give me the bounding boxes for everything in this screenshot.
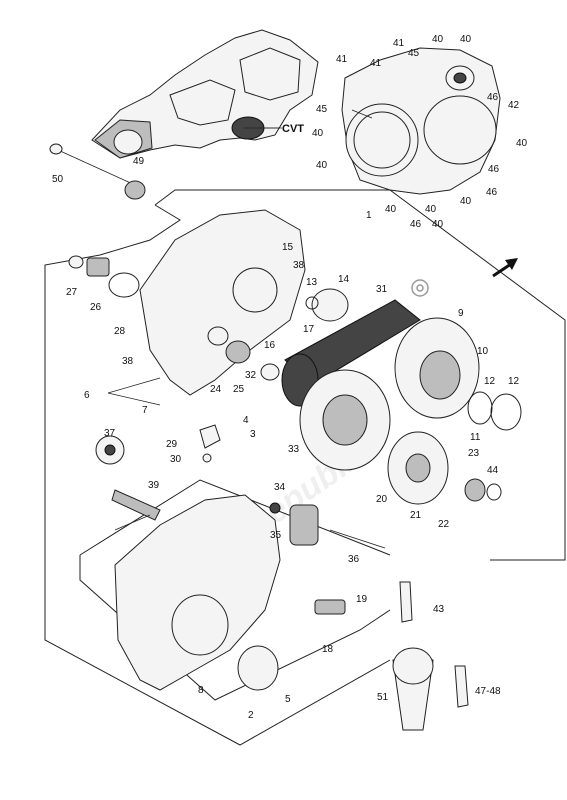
callout-label: 32: [245, 370, 257, 381]
callout-label: 17: [303, 324, 315, 335]
callout-label: 6: [84, 390, 90, 401]
callout-label: 9: [458, 308, 464, 319]
callout-label: 38: [122, 356, 134, 367]
callout-label: 24: [210, 384, 222, 395]
callout-label: 40: [432, 219, 444, 230]
callout-label: 7: [142, 405, 148, 416]
callout-label: 51: [377, 692, 389, 703]
callout-label: 11: [470, 432, 481, 443]
small-parts-left: [68, 255, 221, 521]
callout-label: 40: [460, 34, 472, 45]
callout-label: 22: [438, 519, 450, 530]
callout-label: 2: [248, 710, 254, 721]
callout-label: 4: [243, 415, 249, 426]
leader-lines: [107, 109, 373, 531]
callout-label: 8: [198, 685, 204, 696]
callout-labels: CVT 50 49 41 41 41 45 40 40 46 42 45 40 …: [52, 34, 528, 721]
callout-label: 41: [393, 38, 405, 49]
callout-label: 15: [282, 242, 294, 253]
callout-label: 40: [316, 160, 328, 171]
crankcase-half-illustration: [139, 209, 306, 396]
callout-label: 46: [410, 219, 422, 230]
small-parts-right: [392, 581, 469, 731]
lower-cover-illustration: [114, 494, 386, 691]
callout-label: 40: [312, 128, 324, 139]
callout-label: 28: [114, 326, 126, 337]
callout-label: 5: [285, 694, 291, 705]
callout-label: 49: [133, 156, 145, 167]
engine-assembly-illustration: [91, 29, 319, 159]
callout-label: 35: [270, 530, 282, 541]
callout-label: 45: [408, 48, 420, 59]
callout-label: 38: [293, 260, 305, 271]
callout-label: 39: [148, 480, 160, 491]
callout-label: 10: [477, 346, 489, 357]
callout-label: 33: [288, 444, 300, 455]
callout-label: 18: [322, 644, 334, 655]
callout-label: 46: [488, 164, 500, 175]
callout-label: 12: [508, 376, 520, 387]
callout-label: 36: [348, 554, 360, 565]
callout-label: 13: [306, 277, 318, 288]
callout-label: 23: [468, 448, 480, 459]
callout-label: 42: [508, 100, 520, 111]
callout-label: 16: [264, 340, 276, 351]
callout-label: 34: [274, 482, 286, 493]
callout-label: 29: [166, 439, 178, 450]
callout-label: 44: [487, 465, 499, 476]
callout-label: 40: [432, 34, 444, 45]
callout-label: 37: [104, 428, 116, 439]
callout-label: 27: [66, 287, 78, 298]
callout-label: 12: [484, 376, 496, 387]
callout-label: 26: [90, 302, 102, 313]
callout-label: 30: [170, 454, 182, 465]
callout-label: 40: [385, 204, 397, 215]
callout-label: 1: [366, 210, 372, 221]
callout-label: 40: [460, 196, 472, 207]
callout-label: 43: [433, 604, 445, 615]
callout-label: 3: [250, 429, 256, 440]
callout-label: 50: [52, 174, 64, 185]
callout-label: 21: [410, 510, 422, 521]
callout-label: 20: [376, 494, 388, 505]
callout-label: 41: [370, 58, 382, 69]
callout-label: 46: [487, 92, 499, 103]
callout-cvt: CVT: [282, 123, 304, 135]
shaft-bolt-illustration: [49, 143, 146, 200]
callout-label: 41: [336, 54, 348, 65]
front-direction-arrow-icon: [492, 258, 518, 278]
cvt-belt-pulley-illustration: [281, 288, 522, 505]
cvt-cover-illustration: [341, 47, 501, 195]
gear-icon: [411, 279, 429, 297]
callout-label: 31: [376, 284, 388, 295]
callout-label: 47-48: [475, 686, 501, 697]
callout-label: 46: [486, 187, 498, 198]
callout-label: 45: [316, 104, 328, 115]
callout-label: 14: [338, 274, 350, 285]
callout-label: 40: [425, 204, 437, 215]
callout-label: 25: [233, 384, 245, 395]
callout-label: 19: [356, 594, 368, 605]
callout-label: 40: [516, 138, 528, 149]
